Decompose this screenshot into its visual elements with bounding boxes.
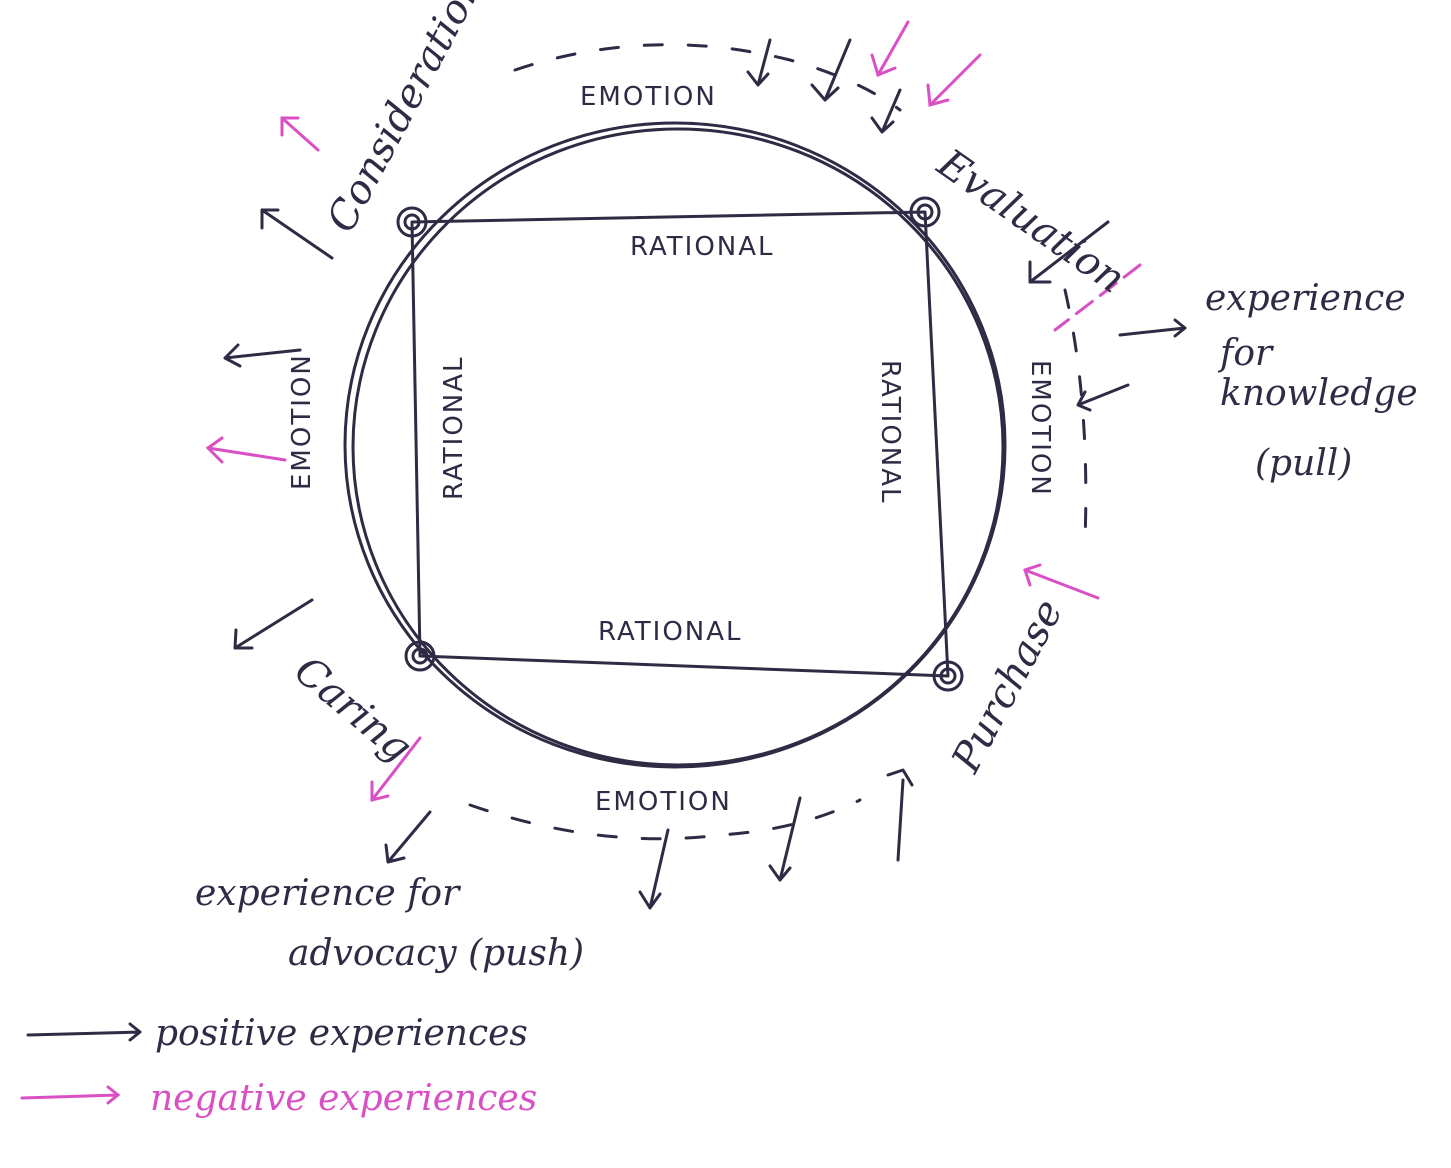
arrow-icon (260, 208, 334, 260)
arrow-icon (1118, 318, 1187, 338)
arrow-icon (384, 810, 432, 864)
svg-text:knowledge: knowledge (1220, 373, 1418, 414)
svg-text:experience for: experience for (195, 873, 461, 914)
emotion-label-bottom: EMOTION (595, 787, 732, 817)
positive-arrows (223, 38, 1187, 910)
rational-label-left: RATIONAL (439, 355, 469, 500)
arrow-icon (746, 38, 772, 87)
rational-label-top: RATIONAL (630, 232, 775, 262)
svg-text:for: for (1217, 333, 1274, 374)
emotion-circle-inner (351, 127, 1005, 767)
rational-square (410, 210, 950, 678)
dashed-arc-top (513, 43, 902, 112)
arrow-icon (223, 343, 302, 368)
node-consideration-inner (403, 213, 421, 231)
node-consideration (396, 206, 428, 238)
arrow-icon (1023, 563, 1100, 600)
emotion-label-top: EMOTION (580, 82, 717, 112)
arrow-icon (233, 598, 314, 650)
arrow-icon (886, 768, 914, 862)
arrow-icon (370, 736, 422, 802)
node-evaluation-inner (916, 203, 934, 221)
legend-negative-label: negative experiences (150, 1078, 537, 1119)
legend-negative-arrow-icon (20, 1085, 121, 1105)
node-purchase-inner (939, 667, 957, 685)
rational-label-right: RATIONAL (875, 360, 905, 505)
node-caring-inner (411, 647, 429, 665)
svg-text:(pull): (pull) (1255, 443, 1352, 484)
rational-label-bottom: RATIONAL (598, 617, 743, 647)
node-evaluation (909, 196, 941, 228)
note-advocacy-push: experience for advocacy (push) (195, 873, 584, 974)
arrow-icon (870, 88, 902, 134)
emotion-label-left: EMOTION (287, 353, 317, 490)
svg-text:advocacy (push): advocacy (push) (288, 933, 584, 974)
node-caring (404, 640, 436, 672)
arrow-icon (1076, 383, 1130, 412)
arrow-icon (280, 116, 320, 152)
emotion-label-right: EMOTION (1025, 360, 1055, 497)
stage-label-caring: Caring (286, 647, 421, 771)
arrow-icon (1053, 263, 1142, 332)
arrow-icon (870, 20, 910, 78)
stage-label-purchase: Purchase (943, 592, 1072, 780)
dashed-arc-right (1063, 288, 1088, 542)
negative-arrows (205, 20, 1142, 802)
emotion-circle (343, 121, 1007, 769)
legend-positive-arrow-icon (26, 1022, 142, 1042)
legend-positive-label: positive experiences (155, 1013, 528, 1054)
arrow-icon (768, 796, 802, 882)
arrow-icon (638, 828, 670, 910)
arrow-icon (1028, 220, 1110, 284)
arrow-icon (926, 53, 982, 107)
legend: positive experiences negative experience… (20, 1013, 537, 1119)
svg-text:experience: experience (1205, 278, 1406, 319)
stage-nodes (396, 196, 964, 692)
arrow-icon (205, 436, 287, 464)
arrow-icon (810, 38, 852, 102)
note-knowledge-pull: experience for knowledge (pull) (1205, 278, 1418, 484)
node-purchase (932, 660, 964, 692)
